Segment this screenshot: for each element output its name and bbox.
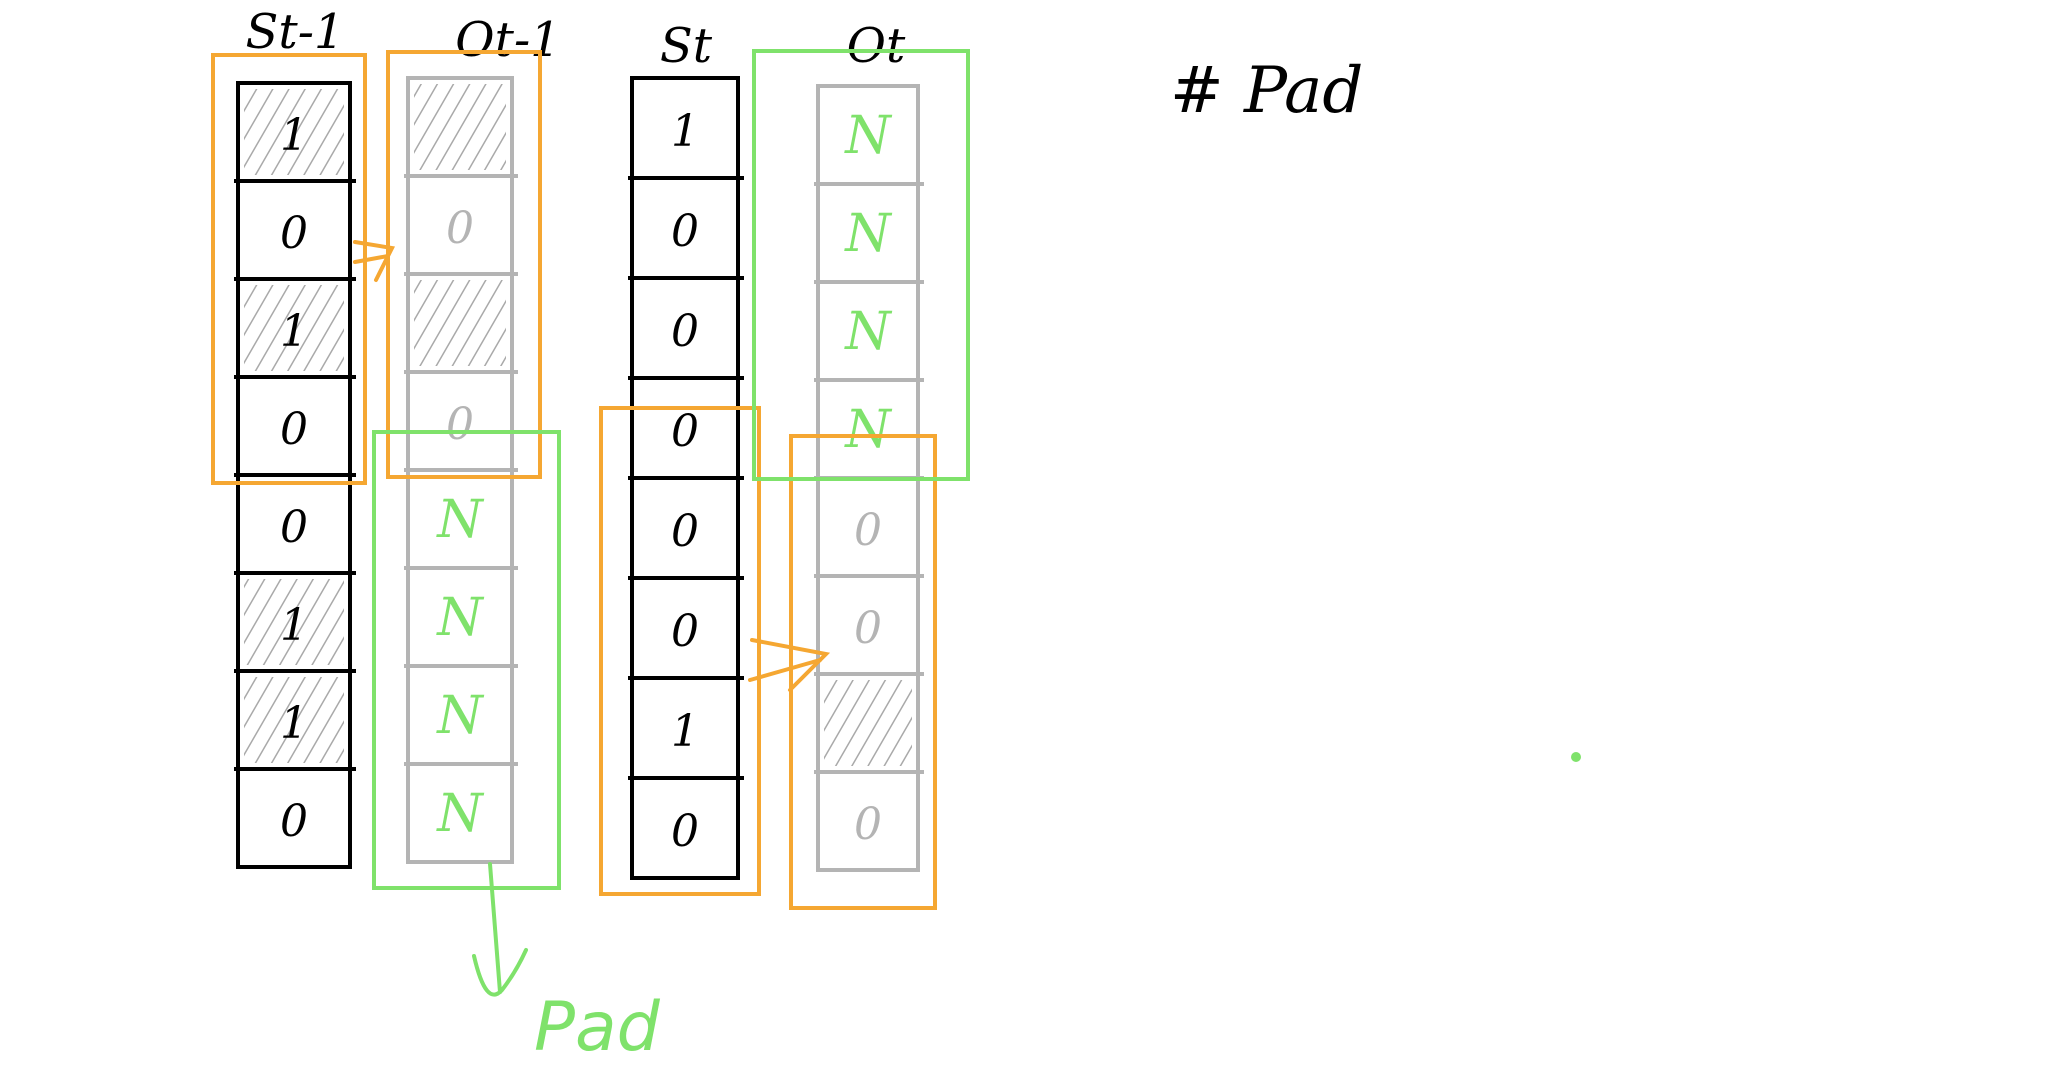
cell-value: N: [435, 588, 484, 648]
hatch-fill: [824, 680, 912, 766]
cell-value: 0: [280, 404, 308, 455]
column-cell: N: [814, 204, 924, 284]
column-cell: N: [404, 686, 518, 766]
column-border: [236, 81, 352, 869]
column-header: St-1: [246, 4, 345, 60]
cell-value: 1: [280, 306, 308, 357]
cell-value: 1: [671, 706, 699, 757]
cell-value: 0: [446, 203, 474, 254]
column-cell: 0: [280, 796, 308, 847]
orange-box-prev-group: [211, 53, 367, 485]
column-header: Ot: [847, 18, 906, 74]
column-cell: N: [404, 588, 518, 668]
column-s_t: St 1 0 0 0 0 0 1 0: [628, 18, 744, 880]
column-cell: N: [435, 784, 484, 844]
orange-arrow-prev-icon: [353, 240, 396, 282]
column-header: Ot-1: [455, 12, 560, 68]
column-border: [406, 76, 514, 864]
cell-value: 0: [671, 406, 699, 457]
cell-value: N: [843, 204, 892, 264]
cell-value: N: [435, 686, 484, 746]
columns-group: St-110100110Ot-100NNNNSt10000010OtNNNN00…: [234, 4, 924, 880]
green-pad-arrow-icon: [472, 862, 528, 997]
cell-value: 1: [280, 698, 308, 749]
column-cell: [404, 84, 518, 178]
orange-box-current-group: [599, 406, 761, 896]
cell-value: 0: [671, 206, 699, 257]
column-s_prev: St-1 1 0 1 0 0 1 1 0: [234, 4, 356, 869]
hatch-fill: [414, 84, 506, 170]
hatch-fill: [244, 579, 344, 665]
cell-value: 1: [671, 106, 699, 157]
column-cell: N: [404, 490, 518, 570]
column-cell: [814, 680, 924, 774]
cell-value: 1: [280, 600, 308, 651]
cell-value: 0: [446, 399, 474, 450]
cell-value: 0: [671, 606, 699, 657]
cell-value: 0: [854, 603, 882, 654]
column-cell: 0: [404, 399, 518, 472]
column-cell: 0: [234, 208, 356, 281]
column-cell: N: [814, 106, 924, 186]
column-cell: 0: [234, 502, 356, 575]
column-cell: 1: [628, 706, 744, 780]
column-cell: 1: [234, 579, 356, 673]
cell-value: 0: [854, 505, 882, 556]
pad-label: Pad: [534, 988, 661, 1067]
cell-value: 1: [280, 110, 308, 161]
column-cell: N: [814, 302, 924, 382]
green-box-current-pad: [752, 49, 970, 481]
column-cell: [404, 280, 518, 374]
column-cell: 0: [814, 505, 924, 578]
cell-value: 0: [671, 306, 699, 357]
cell-value: 0: [854, 799, 882, 850]
orange-box-prev-output: [386, 50, 542, 479]
cell-value: N: [843, 302, 892, 362]
cell-value: N: [435, 490, 484, 550]
column-header: St: [660, 18, 713, 74]
cell-value: 0: [280, 208, 308, 259]
column-cell: 0: [671, 806, 699, 857]
column-cell: 0: [234, 404, 356, 477]
column-cell: 0: [854, 799, 882, 850]
cell-value: 0: [671, 806, 699, 857]
column-cell: 0: [814, 603, 924, 676]
hatch-fill: [244, 285, 344, 371]
column-cell: N: [814, 400, 924, 480]
column-cell: 1: [234, 677, 356, 771]
column-cell: 0: [628, 606, 744, 680]
column-cell: 1: [234, 285, 356, 379]
column-cell: 1: [628, 106, 744, 180]
column-cell: 0: [628, 406, 744, 480]
green-box-prev-pad: [372, 430, 561, 890]
column-cell: 0: [628, 506, 744, 580]
column-cell: 0: [628, 206, 744, 280]
cell-value: N: [435, 784, 484, 844]
column-cell: 0: [404, 203, 518, 276]
stray-dot: [1571, 752, 1581, 762]
page-title: # Pad: [1170, 54, 1363, 128]
hatch-fill: [414, 280, 506, 366]
hatch-fill: [244, 89, 344, 175]
orange-arrow-current-icon: [748, 638, 831, 692]
hatch-fill: [244, 677, 344, 763]
cell-value: 0: [671, 506, 699, 557]
column-cell: 0: [628, 306, 744, 380]
cell-value: 0: [280, 796, 308, 847]
orange-box-current-output: [789, 434, 937, 910]
cell-value: N: [843, 400, 892, 460]
cell-value: N: [843, 106, 892, 166]
column-cell: 1: [234, 89, 356, 183]
column-border: [630, 76, 740, 880]
cell-value: 0: [280, 502, 308, 553]
